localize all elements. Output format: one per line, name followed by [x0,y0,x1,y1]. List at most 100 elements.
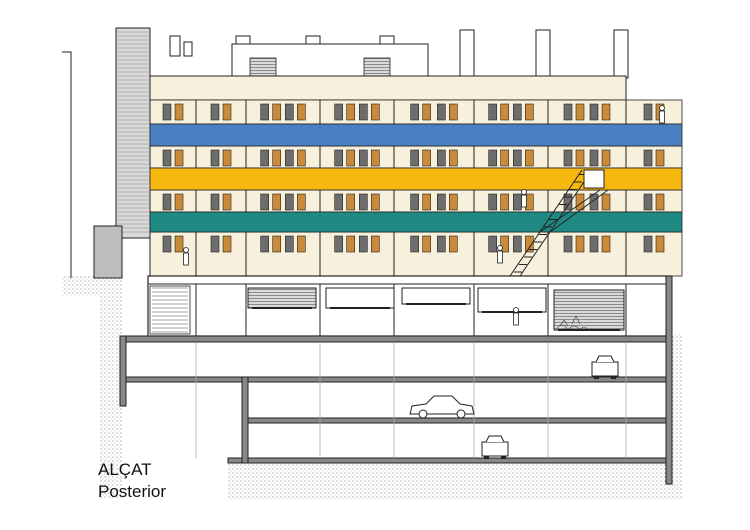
door [500,103,509,121]
window [334,235,343,253]
door [346,235,355,253]
door [371,103,380,121]
chimney [459,29,475,79]
door [297,235,306,253]
chimney [535,29,551,79]
earth-left [62,276,110,296]
door [222,149,232,167]
door [272,235,281,253]
door [655,235,665,253]
balcony-band-teal [149,211,683,233]
roof-pavilion [231,43,429,77]
car-icon [591,355,619,379]
window [563,193,573,211]
chimney [169,35,181,57]
window [285,235,294,253]
window [513,193,522,211]
window [410,103,419,121]
window [210,149,220,167]
door [655,193,665,211]
door [174,103,184,121]
balcony-band-blue [149,123,683,147]
window [359,103,368,121]
window [260,235,269,253]
door [272,193,281,211]
person-figure-icon [183,105,665,326]
window [643,235,653,253]
ground-floor [147,275,671,337]
window [162,193,172,211]
door [575,235,585,253]
door [346,193,355,211]
door [222,235,232,253]
ground-earth [62,276,682,500]
earth-wall [100,276,122,498]
window [359,235,368,253]
window [260,103,269,121]
stair-landing [583,169,605,189]
door [422,193,431,211]
window [334,103,343,121]
door [174,235,184,253]
window [513,149,522,167]
door [297,103,306,121]
door [272,103,281,121]
window [162,149,172,167]
window [410,149,419,167]
window [410,193,419,211]
door [500,193,509,211]
window [285,193,294,211]
window [488,103,497,121]
window [643,103,653,121]
stair-flight [539,189,601,233]
drawing-title: ALÇAT [98,460,152,479]
window [162,103,172,121]
window [563,103,573,121]
elevator-tower-icon [93,27,151,279]
window [488,235,497,253]
shop-front [325,287,395,309]
window [210,103,220,121]
door [575,103,585,121]
door [297,193,306,211]
window [260,193,269,211]
window [488,149,497,167]
window [643,149,653,167]
shop-front [553,289,625,331]
door [500,235,509,253]
door [371,193,380,211]
window [437,149,446,167]
door [346,103,355,121]
window [210,235,220,253]
window [589,149,599,167]
door [272,149,281,167]
window [162,235,172,253]
window [260,149,269,167]
door [525,149,534,167]
window [488,193,497,211]
door [449,193,458,211]
shop-front [247,287,317,309]
window [410,235,419,253]
door [575,149,585,167]
stair-flight [509,169,583,277]
window [563,149,573,167]
door [500,149,509,167]
tree-icon [555,315,589,331]
door [655,149,665,167]
chimney [183,41,193,57]
door [422,235,431,253]
window [513,103,522,121]
window [334,149,343,167]
window [643,193,653,211]
door [422,149,431,167]
door [346,149,355,167]
shop-front [477,287,547,313]
window [589,235,599,253]
door [371,149,380,167]
door [297,149,306,167]
staircase-icon [509,169,609,277]
door [222,103,232,121]
window [210,193,220,211]
